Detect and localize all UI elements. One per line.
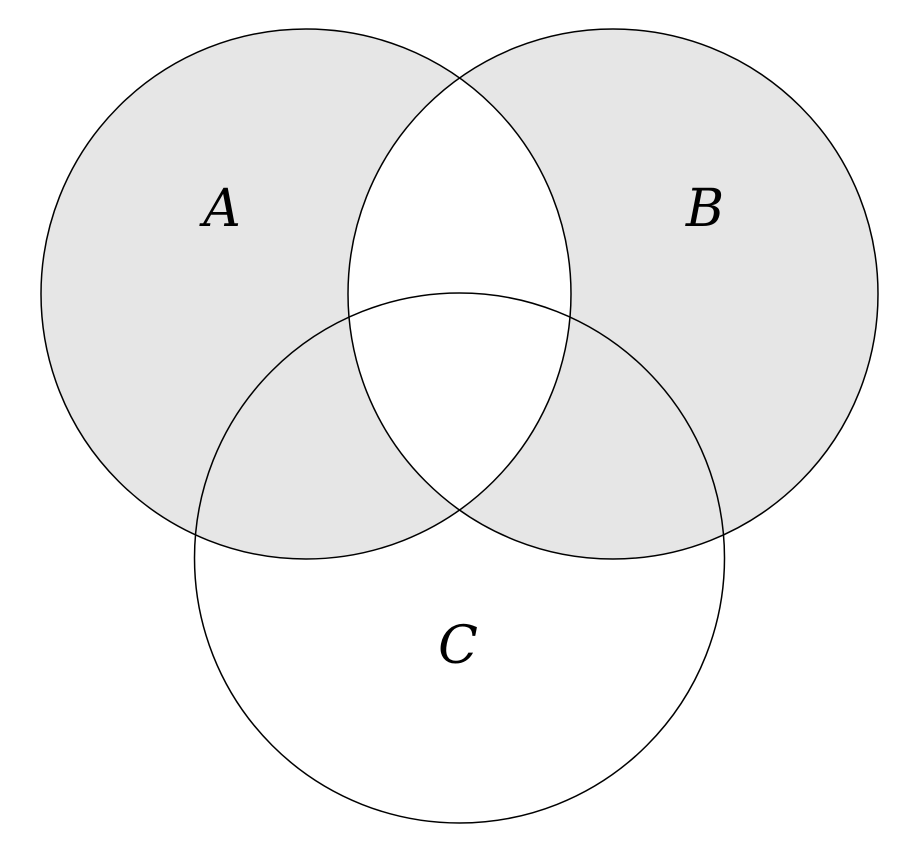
circle-b-outline bbox=[347, 28, 879, 560]
label-set-a: A bbox=[199, 179, 241, 239]
label-set-c: C bbox=[438, 616, 478, 676]
shaded-region-a-xor-b bbox=[41, 29, 878, 559]
circle-a-outline bbox=[40, 28, 572, 560]
label-set-b: B bbox=[685, 179, 724, 239]
circle-c-outline bbox=[193, 292, 726, 824]
